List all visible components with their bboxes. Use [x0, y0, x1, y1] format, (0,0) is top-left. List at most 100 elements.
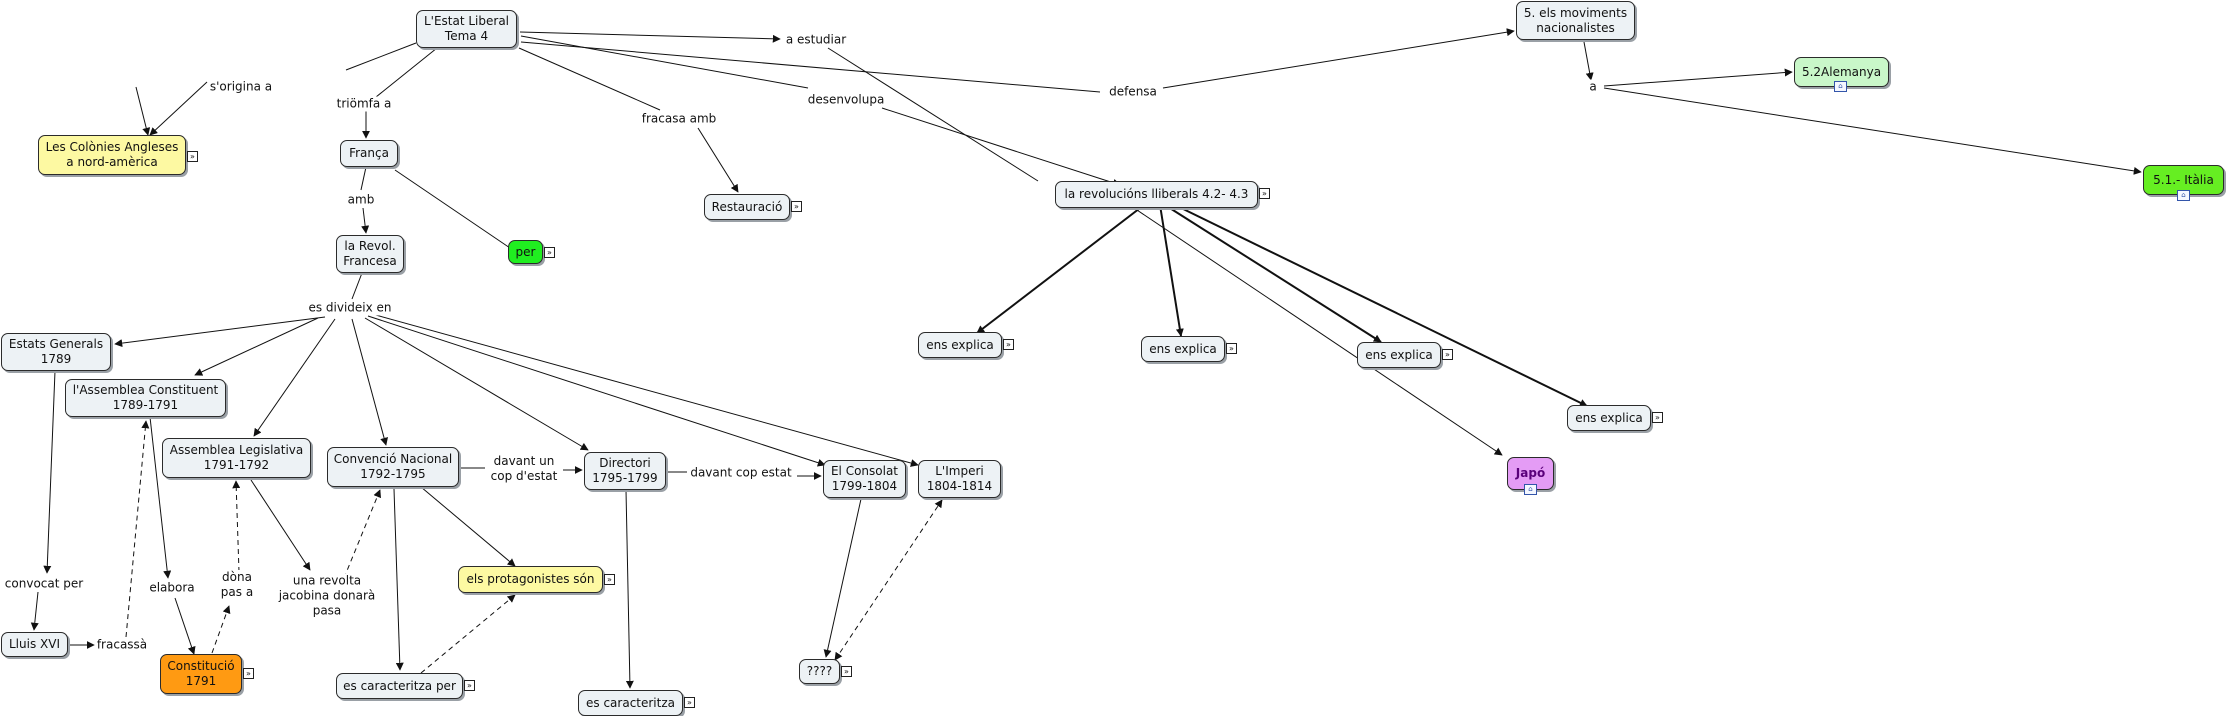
expand-concept-icon[interactable]: »: [1259, 188, 1270, 199]
concept-es-caracteritza[interactable]: es caracteritza: [578, 690, 683, 716]
connector: [827, 47, 1039, 182]
dashed-connector: [125, 420, 150, 638]
expand-concept-icon[interactable]: »: [464, 680, 475, 691]
connector: [351, 272, 363, 300]
concept-ens-explica-3[interactable]: ens explica: [1357, 342, 1441, 368]
phrase-davant-cop-estat[interactable]: davant cop estat: [688, 465, 794, 481]
expand-concept-icon[interactable]: »: [684, 697, 695, 708]
text-line: pasa: [312, 603, 342, 618]
connector: [520, 41, 1101, 93]
concept-revol-francesa[interactable]: la Revol.Francesa: [336, 235, 404, 273]
connector: [135, 86, 151, 136]
phrase-fracassa[interactable]: fracassà: [94, 637, 150, 653]
text-line: Constitució: [167, 659, 235, 673]
text-line: es divideix en: [308, 300, 392, 315]
concept-restauracio[interactable]: Restauració: [704, 194, 790, 220]
concept-es-caracteritza-per[interactable]: es caracteritza per: [336, 673, 463, 699]
text-line: amb: [347, 192, 375, 207]
concept-interrogants[interactable]: ????: [799, 659, 840, 684]
text-line: ????: [806, 664, 833, 678]
text-line: pas a: [220, 585, 254, 599]
text-line: s'origina a: [209, 79, 273, 94]
concept-franca[interactable]: França: [340, 140, 398, 167]
expand-concept-icon[interactable]: »: [187, 151, 198, 162]
text-line: ens explica: [1149, 341, 1217, 356]
concept-lluis-xvi[interactable]: Lluis XVI: [1, 632, 68, 657]
phrase-amb[interactable]: amb: [345, 192, 377, 208]
connector: [371, 313, 919, 467]
text-line: 1799-1804: [831, 479, 898, 493]
text-line: Japó: [1515, 466, 1546, 480]
connector: [823, 498, 862, 658]
concept-revolucions-lliberals[interactable]: la revolucións lliberals 4.2- 4.3: [1055, 181, 1258, 208]
expand-concept-icon[interactable]: »: [791, 201, 802, 212]
concept-ens-explica-4[interactable]: ens explica: [1567, 405, 1651, 431]
concept-protagonistes[interactable]: els protagonistes són: [458, 566, 603, 593]
phrase-s-origina-a[interactable]: s'origina a: [207, 79, 275, 95]
connector: [250, 479, 311, 571]
text-line: elabora: [149, 580, 195, 595]
concept-ens-explica-1[interactable]: ens explica: [918, 332, 1002, 358]
connector: [43, 370, 56, 574]
concept-per[interactable]: per: [508, 240, 543, 264]
text-line: ens explica: [926, 337, 994, 352]
connector: [364, 317, 589, 451]
phrase-convocat-per[interactable]: convocat per: [2, 576, 86, 592]
concept-japo[interactable]: Japó: [1507, 457, 1554, 490]
expand-concept-icon[interactable]: »: [1442, 349, 1453, 360]
text-line: convocat per: [4, 576, 84, 591]
concept-ens-explica-2[interactable]: ens explica: [1141, 336, 1225, 362]
expand-concept-icon[interactable]: »: [841, 666, 852, 677]
phrase-desenvolupa[interactable]: desenvolupa: [805, 92, 887, 108]
connector: [1603, 68, 1793, 87]
text-line: Francesa: [343, 254, 397, 268]
text-line: nacionalistes: [1536, 20, 1615, 35]
linked-map-icon[interactable]: ⌂: [2177, 190, 2190, 201]
expand-concept-icon[interactable]: »: [1003, 339, 1014, 350]
text-line: Tema 4: [444, 29, 489, 43]
expand-concept-icon[interactable]: »: [1652, 412, 1663, 423]
expand-concept-icon[interactable]: »: [243, 668, 254, 679]
connector: [253, 318, 336, 437]
text-line: 5.2Alemanya: [1801, 64, 1882, 79]
text-line: la revolucións lliberals 4.2- 4.3: [1064, 187, 1249, 201]
connector: [520, 35, 809, 89]
connector: [375, 47, 438, 98]
linked-map-icon[interactable]: ⌂: [1834, 81, 1847, 92]
text-line: per: [515, 244, 536, 259]
phrase-a-estudiar[interactable]: a estudiar: [783, 32, 849, 48]
text-line: a nord-amèrica: [66, 155, 158, 169]
phrase-a[interactable]: a: [1587, 79, 1599, 95]
connector: [625, 489, 634, 689]
connector: [114, 316, 326, 348]
connector: [30, 591, 39, 631]
phrase-fracasa-amb[interactable]: fracasa amb: [639, 111, 719, 127]
expand-concept-icon[interactable]: »: [604, 574, 615, 585]
phrase-es-divideix-en[interactable]: es divideix en: [306, 300, 394, 316]
expand-concept-icon[interactable]: »: [544, 247, 555, 258]
expand-concept-icon[interactable]: »: [1226, 343, 1237, 354]
linked-map-icon[interactable]: ⌂: [1524, 484, 1537, 495]
phrase-elabora[interactable]: elabora: [147, 580, 197, 596]
text-line: a: [1589, 79, 1597, 94]
text-line: Lluis XVI: [9, 637, 60, 651]
phrase-triomfa-a[interactable]: triömfa a: [334, 96, 394, 112]
phrase-defensa[interactable]: defensa: [1107, 84, 1159, 100]
text-line: triömfa a: [336, 96, 392, 111]
connector: [351, 318, 388, 446]
dashed-connector: [343, 489, 381, 579]
